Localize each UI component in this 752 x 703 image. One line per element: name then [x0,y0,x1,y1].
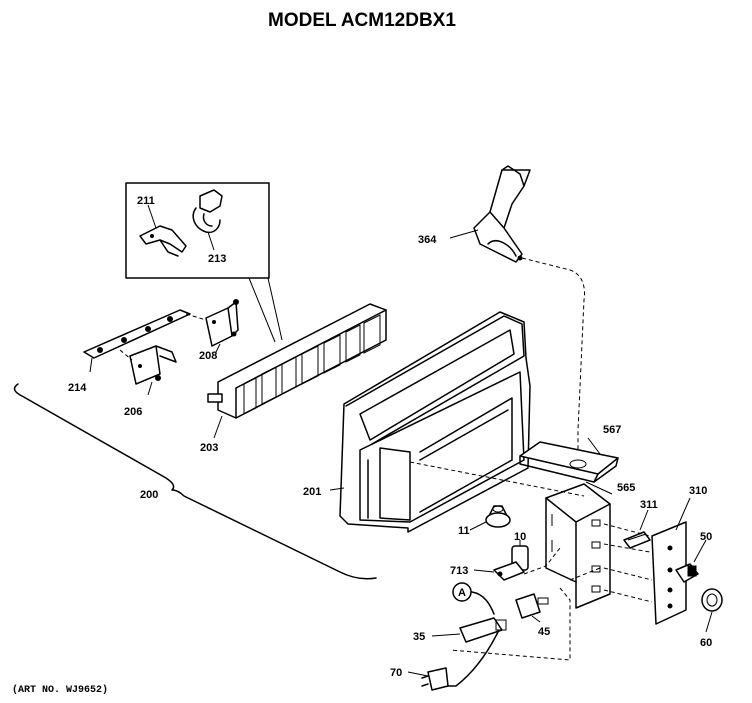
label-211: 211 [137,195,155,207]
part-211-shape [139,225,187,257]
part-567-bracket [519,441,619,483]
part-311-screw [623,531,651,549]
part-11-switch [485,505,511,528]
label-364: 364 [418,234,437,246]
label-A: A [458,587,466,599]
inset-box [125,182,283,343]
label-10: 10 [514,531,526,543]
part-45-connector [515,593,549,619]
part-50-knob [675,563,699,583]
label-208: 208 [199,350,217,362]
label-713: 713 [450,565,468,577]
model-title: MODEL ACM12DBX1 [268,10,456,31]
label-565: 565 [617,482,635,494]
part-201-front-grille [339,311,531,533]
label-310: 310 [689,485,707,497]
projection-lines [449,523,653,661]
label-60: 60 [700,637,712,649]
label-50: 50 [700,531,712,543]
part-214-rail [83,309,191,359]
label-11: 11 [458,525,470,537]
label-200: 200 [140,489,158,501]
duct-line [409,461,585,497]
part-213-shape [192,189,223,234]
label-201: 201 [303,486,321,498]
part-A-marker [452,582,472,602]
part-565-control-box [545,483,611,609]
part-200-bracket-line [13,383,377,580]
art-number: (ART NO. WJ9652) [12,684,108,696]
part-310-switch-plate [651,521,687,625]
part-203-control-panel [207,303,387,419]
part-206-bracket [129,345,177,385]
label-70: 70 [390,667,402,679]
label-213: 213 [208,253,226,265]
wire-713 [523,547,561,575]
label-203: 203 [200,442,218,454]
label-311: 311 [640,499,658,511]
part-713-bracket [493,561,525,581]
part-60-knob [701,588,723,612]
part-70-power-cord [421,631,499,691]
label-45: 45 [538,626,550,638]
part-35-connector [459,617,507,643]
label-206: 206 [124,406,142,418]
label-214: 214 [68,382,87,394]
part-208-bracket [205,299,239,347]
wire-364 [521,257,585,470]
label-567: 567 [603,424,621,436]
label-35: 35 [413,631,425,643]
part-364-bracket [473,165,531,263]
